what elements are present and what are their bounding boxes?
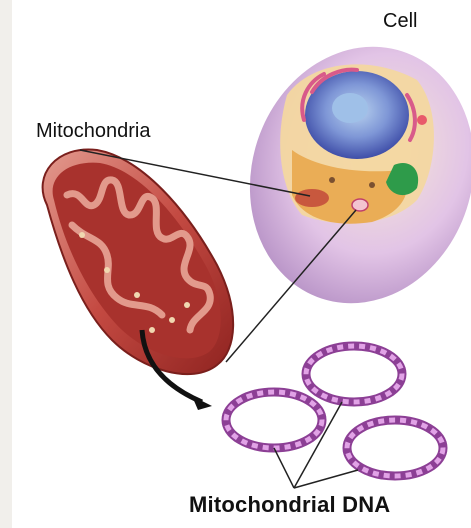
matrix-granule xyxy=(134,292,140,298)
cell-organelle-dot xyxy=(329,177,335,183)
dna-leader-line-3 xyxy=(294,470,358,488)
matrix-granule xyxy=(149,327,155,333)
dna-arrowhead xyxy=(192,396,212,410)
matrix-granule xyxy=(184,302,190,308)
cell-mitochondrion xyxy=(295,189,329,207)
dna-ring xyxy=(226,392,322,448)
cell-organelle-dot xyxy=(369,182,375,188)
dna-ring xyxy=(306,346,402,402)
matrix-granule xyxy=(79,232,85,238)
mitochondrion-illustration xyxy=(43,149,234,374)
cell-vesicle xyxy=(352,199,368,211)
mitochondria-label: Mitochondria xyxy=(36,120,151,143)
matrix-granule xyxy=(169,317,175,323)
cell-organelle-dot xyxy=(417,115,427,125)
nucleolus xyxy=(332,93,368,123)
cell-label: Cell xyxy=(383,10,417,33)
mitochondrial-dna-label: Mitochondrial DNA xyxy=(189,492,390,518)
matrix-granule xyxy=(104,267,110,273)
dna-leader-line-1 xyxy=(274,448,294,488)
dna-ring xyxy=(347,420,443,476)
diagram-svg xyxy=(12,0,471,528)
cell-illustration xyxy=(217,17,471,332)
